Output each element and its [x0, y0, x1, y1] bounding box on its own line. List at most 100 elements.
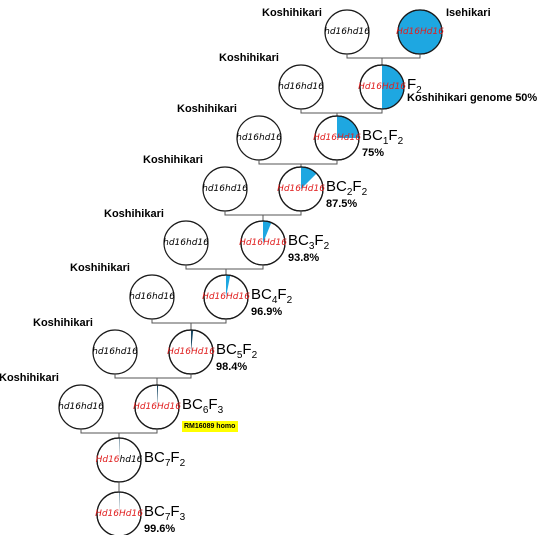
- koshihikari-genotype-5-part: hd16hd16: [129, 292, 175, 302]
- generation-label-3: BC2F2: [326, 178, 368, 198]
- gen-sub: 6: [203, 405, 209, 416]
- koshihikari-genotype: hd16hd16: [324, 27, 370, 37]
- koshihikari-genotype-6: hd16hd16: [92, 347, 138, 357]
- koshihikari-label: Koshihikari: [262, 7, 322, 19]
- gen-post-sub: 2: [398, 136, 404, 147]
- gen-post-sub: 2: [362, 187, 368, 198]
- gen-post: F: [242, 341, 251, 358]
- backcross-connector-3: [224, 211, 302, 221]
- gen-main: BC: [216, 341, 237, 358]
- isehikari-genotype: Hd16Hd16: [396, 27, 444, 37]
- gen-sub: 4: [272, 295, 278, 306]
- koshihikari-label-6: Koshihikari: [33, 317, 93, 329]
- koshihikari-label-2: Koshihikari: [177, 103, 237, 115]
- koshihikari-label-7: Koshihikari: [0, 372, 59, 384]
- generation-label-7: BC6F3: [182, 396, 224, 416]
- koshihikari-genotype-7-part: hd16hd16: [58, 402, 104, 412]
- cross-connector: [346, 54, 421, 65]
- koshihikari-genotype-4: hd16hd16: [163, 238, 209, 248]
- gen-post: F: [388, 127, 397, 144]
- isehikari-wedge-4: [263, 221, 272, 243]
- generation-genotype-3-part: Hd16Hd16: [277, 184, 325, 194]
- generation-pct-5: 96.9%: [251, 306, 282, 318]
- generation-genotype-4-part: Hd16Hd16: [239, 238, 287, 248]
- isehikari-genotype-part: Hd16Hd16: [396, 27, 444, 37]
- gen-post: F: [170, 503, 179, 520]
- gen-sub: 7: [165, 458, 171, 469]
- isehikari-wedge-1: [382, 65, 404, 109]
- generation-pct-2: 75%: [362, 147, 384, 159]
- gen-post-sub: 2: [287, 295, 293, 306]
- gen-main: BC: [144, 503, 165, 520]
- generation-genotype-5: Hd16Hd16: [202, 292, 250, 302]
- isehikari-wedge-7: [157, 385, 159, 407]
- koshihikari-label-5: Koshihikari: [70, 262, 130, 274]
- isehikari-wedge-6: [191, 330, 194, 352]
- koshihikari-genotype-3-part: hd16hd16: [202, 184, 248, 194]
- koshihikari-genotype-1-part: hd16hd16: [278, 82, 324, 92]
- gen-post: F: [208, 396, 217, 413]
- generation-genotype-5-part: Hd16Hd16: [202, 292, 250, 302]
- gen-main: F: [407, 76, 416, 93]
- note-highlight: [182, 421, 238, 432]
- koshihikari-label-1: Koshihikari: [219, 52, 279, 64]
- gen-post: F: [170, 449, 179, 466]
- generation-genotype-9-part: Hd16Hd16: [95, 509, 143, 519]
- koshihikari-genotype-5: hd16hd16: [129, 292, 175, 302]
- generation-genotype-8-part: Hd16: [96, 455, 120, 465]
- generation-label-1: F2: [407, 76, 422, 96]
- gen-sub: 5: [237, 350, 243, 361]
- backcross-connector-4: [185, 265, 264, 275]
- koshihikari-genotype-2: hd16hd16: [236, 133, 282, 143]
- backcross-connector-2: [258, 160, 338, 167]
- generation-genotype-8: Hd16hd16: [96, 455, 143, 465]
- gen-main: BC: [144, 449, 165, 466]
- isehikari-wedge-8: [119, 438, 120, 460]
- gen-sub: 3: [309, 241, 315, 252]
- gen-main: BC: [182, 396, 203, 413]
- generation-pct-1: Koshihikari genome 50%: [407, 92, 537, 104]
- isehikari-wedge-9: [119, 492, 120, 514]
- koshihikari-genotype-3: hd16hd16: [202, 184, 248, 194]
- koshihikari-genotype-6-part: hd16hd16: [92, 347, 138, 357]
- generation-pct-6: 98.4%: [216, 361, 247, 373]
- gen-main: BC: [326, 178, 347, 195]
- gen-post-sub: 3: [180, 512, 186, 523]
- backcross-connector-1: [300, 109, 383, 116]
- isehikari-wedge-3: [301, 167, 317, 189]
- gen-main: BC: [362, 127, 383, 144]
- gen-sub: 7: [165, 512, 171, 523]
- isehikari-fill: [398, 10, 442, 54]
- isehikari-wedge-2: [337, 116, 359, 138]
- koshihikari-genotype-1: hd16hd16: [278, 82, 324, 92]
- isehikari-wedge-5: [226, 275, 231, 297]
- generation-pct-3: 87.5%: [326, 198, 357, 210]
- generation-genotype-2-part: Hd16Hd16: [313, 133, 361, 143]
- generation-label-9: BC7F3: [144, 503, 186, 523]
- generation-genotype-1: Hd16Hd16: [358, 82, 406, 92]
- koshihikari-genotype-7: hd16hd16: [58, 402, 104, 412]
- koshihikari-label-3: Koshihikari: [143, 154, 203, 166]
- generation-genotype-6-part: Hd16Hd16: [167, 347, 215, 357]
- generation-pct-9: 99.6%: [144, 523, 175, 535]
- generation-genotype-8-part: hd16: [120, 455, 143, 465]
- koshihikari-label-4: Koshihikari: [104, 208, 164, 220]
- gen-sub: 2: [347, 187, 353, 198]
- generation-pct-4: 93.8%: [288, 252, 319, 264]
- backcross-connector-5: [151, 319, 227, 330]
- note-text: RM16089 homo: [184, 423, 235, 430]
- generation-genotype-2: Hd16Hd16: [313, 133, 361, 143]
- koshihikari-genotype-part: hd16hd16: [324, 27, 370, 37]
- generation-label-2: BC1F2: [362, 127, 404, 147]
- gen-post-sub: 2: [252, 350, 258, 361]
- koshihikari-genotype-4-part: hd16hd16: [163, 238, 209, 248]
- gen-post-sub: 3: [218, 405, 224, 416]
- generation-label-4: BC3F2: [288, 232, 330, 252]
- gen-post: F: [314, 232, 323, 249]
- gen-main: BC: [251, 286, 272, 303]
- gen-post-sub: 2: [180, 458, 186, 469]
- generation-label-8: BC7F2: [144, 449, 186, 469]
- gen-main: BC: [288, 232, 309, 249]
- generation-label-6: BC5F2: [216, 341, 258, 361]
